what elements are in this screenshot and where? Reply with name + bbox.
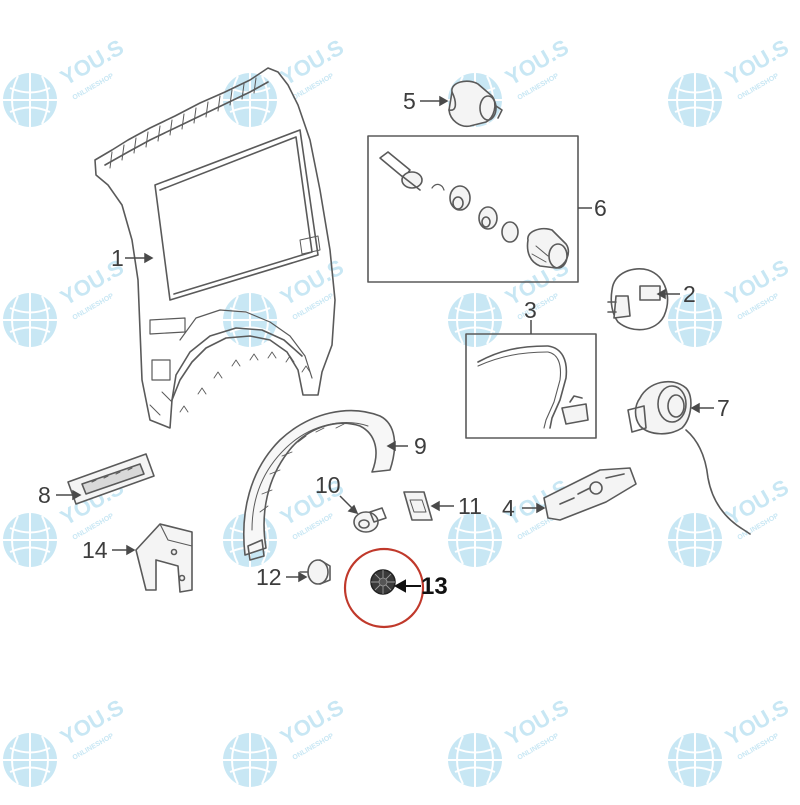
callout-10: 10 [315,472,341,498]
part-12-plug[interactable] [299,559,331,585]
svg-text:YOU.S: YOU.S [721,254,793,310]
callout-9: 9 [414,433,427,459]
globe-icon [448,733,502,787]
part-7-filler-housing[interactable] [627,380,751,535]
highlight-circle [343,547,425,629]
callout-14: 14 [82,537,108,563]
part-6-lock-kit[interactable] [367,135,579,283]
svg-text:YOU.S: YOU.S [276,694,348,750]
svg-text:YOU.S: YOU.S [721,34,793,90]
part-10-screw[interactable] [353,507,387,533]
globe-icon [668,513,722,567]
part-3-release-cable[interactable] [465,333,597,439]
leader-13 [393,579,421,593]
globe-icon [668,733,722,787]
globe-icon [668,293,722,347]
part-5-lock-cylinder[interactable] [448,80,503,128]
globe-icon [223,293,277,347]
part-13-grommet[interactable] [370,569,396,595]
callout-3: 3 [524,297,537,323]
svg-text:YOU.S: YOU.S [501,34,573,90]
globe-icon [3,513,57,567]
part-9-wheel-arch-liner[interactable] [242,409,396,561]
callout-13: 13 [421,573,448,600]
svg-text:YOU.S: YOU.S [501,694,573,750]
callout-1: 1 [111,245,124,271]
globe-icon [448,293,502,347]
callout-11: 11 [458,493,482,519]
part-2-fuel-flap[interactable] [607,268,669,331]
svg-text:YOU.S: YOU.S [276,254,348,310]
globe-icon [3,73,57,127]
leader-lines [56,95,714,583]
globe-icon [448,513,502,567]
callout-6: 6 [594,195,607,221]
globe-icon [3,733,57,787]
callout-2: 2 [683,281,696,307]
part-14-bracket[interactable] [135,523,193,593]
svg-text:YOU.S: YOU.S [721,694,793,750]
callout-7: 7 [717,395,730,421]
callout-4: 4 [502,495,515,521]
callout-8: 8 [38,482,51,508]
part-4-hinge[interactable] [543,467,637,521]
callout-5: 5 [403,88,416,114]
svg-text:YOU.S: YOU.S [276,34,348,90]
part-11-clip[interactable] [403,491,433,521]
globe-icon [668,73,722,127]
svg-text:YOU.S: YOU.S [56,34,128,90]
callout-12: 12 [256,564,282,590]
svg-text:YOU.S: YOU.S [56,694,128,750]
part-1-side-panel[interactable] [94,67,336,429]
globe-icon [3,293,57,347]
globe-icon [223,733,277,787]
